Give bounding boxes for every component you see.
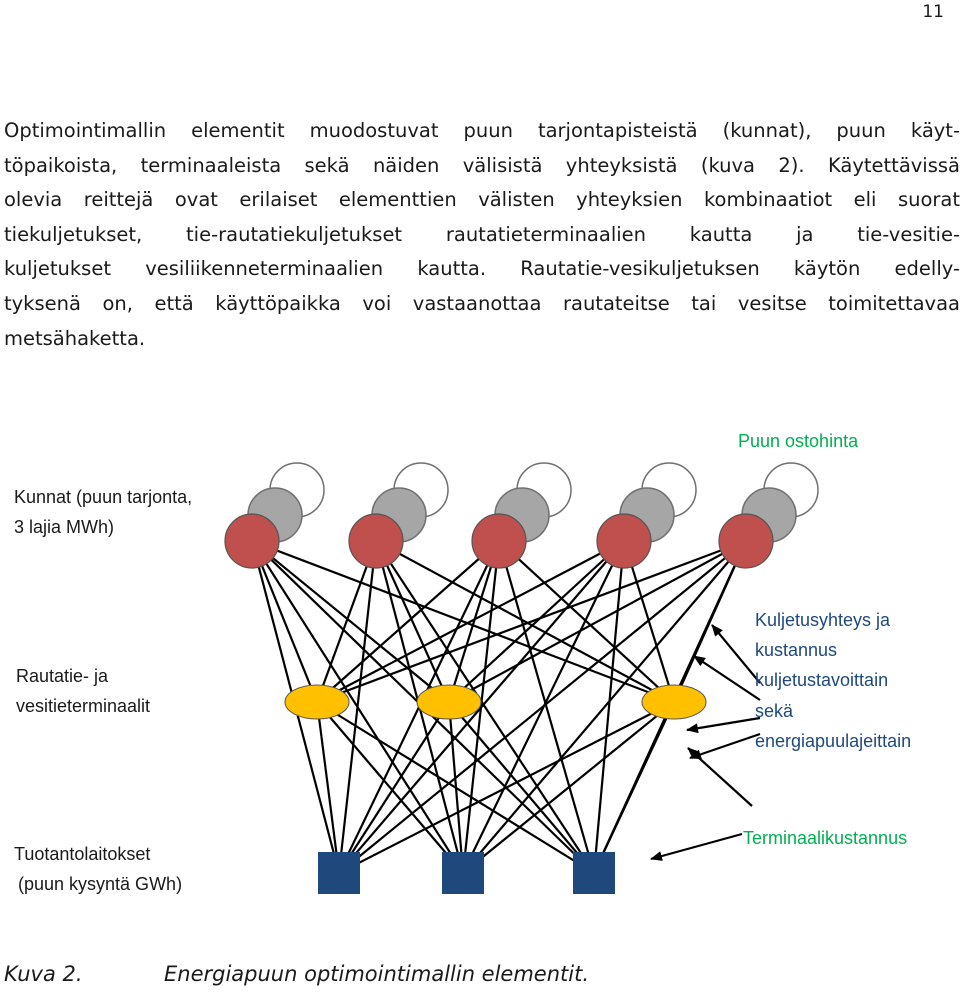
transport-link xyxy=(462,540,747,874)
body-paragraph: Optimointimallin elementit muodostuvat p… xyxy=(4,114,960,356)
transport-link xyxy=(251,540,450,703)
production-plant-node xyxy=(573,852,615,894)
caption-text: Energiapuun optimointimallin elementit. xyxy=(164,962,590,986)
network-diagram: Puun ostohinta Kunnat (puun tarjonta, 3 … xyxy=(14,431,911,894)
transport-link xyxy=(447,540,501,703)
paragraph-line: Optimointimallin elementit muodostuvat p… xyxy=(4,119,960,142)
transport-link xyxy=(593,701,675,874)
annotation-arrow xyxy=(689,732,761,760)
transport-link xyxy=(498,540,675,703)
transport-link xyxy=(374,540,451,703)
production-plant-node xyxy=(318,852,360,894)
transport-link xyxy=(315,540,378,703)
transport-link xyxy=(315,701,341,874)
terminal-node xyxy=(641,684,707,720)
transport-link xyxy=(338,540,625,874)
municipality-node xyxy=(348,513,404,569)
terminal-node xyxy=(416,684,482,720)
label-tuotantolaitokset-line2: (puun kysyntä GWh) xyxy=(18,874,182,894)
annotation-arrow xyxy=(686,716,761,734)
transport-link xyxy=(338,540,747,874)
label-kuljetus-line2: kustannus xyxy=(755,640,837,660)
transport-link xyxy=(448,540,747,703)
label-terminaalit-line1: Rautatie- ja xyxy=(16,666,109,686)
label-terminaalit-line2: vesitieterminaalit xyxy=(16,696,150,716)
transport-link xyxy=(316,539,747,704)
label-kunnat-line1: Kunnat (puun tarjonta, xyxy=(14,487,192,507)
label-kuljetus-line1: Kuljetusyhteys ja xyxy=(755,610,891,630)
transport-link xyxy=(338,701,675,874)
municipality-node xyxy=(224,513,280,569)
paragraph-line: olevia reittejä ovat erilaiset elementti… xyxy=(4,188,960,212)
municipality-node xyxy=(596,513,652,569)
label-puun-ostohinta: Puun ostohinta xyxy=(738,431,859,451)
paragraph-line: tyksenä on, että käyttöpaikka voi vastaa… xyxy=(4,291,960,315)
transport-link xyxy=(250,540,319,703)
transport-link xyxy=(448,701,595,874)
annotation-arrow xyxy=(693,655,761,701)
transport-link xyxy=(462,701,675,874)
label-kunnat-line2: 3 lajia MWh) xyxy=(14,517,114,537)
transport-link xyxy=(316,701,464,874)
annotation-arrow xyxy=(711,624,761,684)
municipality-node xyxy=(471,513,527,569)
transport-link xyxy=(448,540,625,703)
label-kuljetus-line3: kuljetustavoittain xyxy=(755,670,888,690)
transport-link xyxy=(375,540,595,874)
transport-link xyxy=(316,540,625,703)
transport-link xyxy=(375,540,675,703)
label-terminaalikustannus: Terminaalikustannus xyxy=(743,828,907,848)
paragraph-line: metsähaketta. xyxy=(4,326,146,350)
transport-link xyxy=(337,540,378,874)
figure-caption: Kuva 2. Energiapuun optimointimallin elem… xyxy=(4,962,589,986)
page-number: 11 xyxy=(922,2,944,22)
transport-link xyxy=(447,701,465,874)
paragraph-line: tiekuljetukset, tie-rautatiekuljetukset … xyxy=(4,222,960,246)
caption-number: Kuva 2. xyxy=(4,962,83,986)
annotation-arrow xyxy=(650,832,743,861)
transport-link xyxy=(316,540,500,703)
terminal-node xyxy=(284,684,350,720)
label-kuljetus-line4: sekä xyxy=(755,701,794,721)
transport-link xyxy=(251,539,675,704)
paragraph-line: kuljetukset vesiliikenneterminaalien kau… xyxy=(4,257,960,281)
label-kuljetus-line5: energiapuulajeittain xyxy=(755,731,911,751)
annotation-arrow xyxy=(687,747,753,807)
municipality-node xyxy=(718,513,774,569)
transport-link xyxy=(592,540,626,874)
transport-link xyxy=(338,701,450,874)
transport-link xyxy=(497,540,596,874)
paragraph-line: töpaikoista, terminaaleista sekä näiden … xyxy=(4,153,960,177)
network-figure: Puun ostohinta Kunnat (puun tarjonta, 3 … xyxy=(0,400,960,960)
production-plant-node xyxy=(442,852,484,894)
label-tuotantolaitokset-line1: Tuotantolaitokset xyxy=(14,844,150,864)
